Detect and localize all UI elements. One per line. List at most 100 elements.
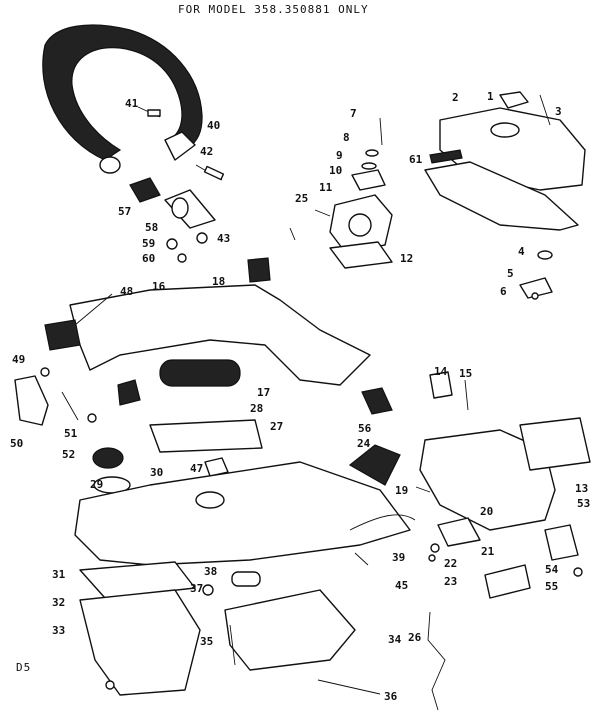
screw-33 [105, 680, 115, 690]
part-14 [429, 371, 453, 399]
part-label-49: 49 [12, 353, 25, 366]
guard-34 [224, 589, 356, 671]
part-label-61: 61 [409, 153, 423, 166]
part-label-33: 33 [52, 624, 65, 637]
part-20 [437, 517, 481, 547]
part-label-7: 7 [350, 107, 357, 120]
part-23b [484, 564, 531, 599]
pin-19 [415, 486, 431, 493]
part-18 [247, 257, 271, 283]
part-label-37: 37 [190, 582, 203, 595]
cap-29 [92, 447, 124, 469]
carburetor [329, 194, 393, 269]
part-label-1: 1 [487, 90, 494, 103]
nut-59 [166, 238, 178, 250]
part-label-17: 17 [257, 386, 270, 399]
washer-60 [177, 253, 187, 263]
gasket-61 [424, 149, 579, 231]
part-label-11: 11 [319, 181, 333, 194]
screw-49 [40, 367, 50, 377]
fuel-tank [74, 461, 411, 566]
part-label-21: 21 [481, 545, 495, 558]
part-label-60: 60 [142, 252, 155, 265]
part-label-3: 3 [555, 105, 562, 118]
part-label-13: 13 [575, 482, 588, 495]
screw-55 [573, 567, 583, 577]
part-label-52: 52 [62, 448, 75, 461]
part-label-16: 16 [152, 280, 166, 293]
part-label-59: 59 [142, 237, 155, 250]
part-label-58: 58 [145, 221, 158, 234]
part-label-5: 5 [507, 267, 514, 280]
part-label-10: 10 [329, 164, 342, 177]
part-21 [430, 543, 440, 553]
screw-3 [539, 94, 551, 126]
part-label-34: 34 [388, 633, 402, 646]
part-17b [117, 379, 141, 406]
part-label-6: 6 [500, 285, 507, 298]
part-24 [348, 444, 401, 486]
part-label-18: 18 [212, 275, 225, 288]
part-label-42: 42 [200, 145, 213, 158]
part-label-4: 4 [518, 245, 525, 258]
handle-housing [44, 284, 371, 386]
bolt-42 [195, 164, 225, 181]
screw-52 [87, 413, 97, 423]
screw-15 [464, 379, 469, 411]
part-label-31: 31 [52, 568, 66, 581]
part-label-53: 53 [577, 497, 590, 510]
part-label-20: 20 [480, 505, 493, 518]
part-label-27: 27 [270, 420, 283, 433]
part-label-9: 9 [336, 149, 343, 162]
part-label-23: 23 [444, 575, 457, 588]
screw-36 [317, 679, 381, 695]
part-8 [365, 149, 379, 157]
screw-6 [531, 292, 539, 300]
part-47 [204, 457, 229, 477]
corner-code: D5 [16, 661, 31, 674]
part-54 [544, 524, 579, 561]
bracket-58 [164, 189, 216, 229]
part-label-28: 28 [250, 402, 263, 415]
handle-bar [42, 24, 203, 174]
part-label-15: 15 [459, 367, 472, 380]
part-label-51: 51 [64, 427, 78, 440]
part-label-57: 57 [118, 205, 131, 218]
part-label-55: 55 [545, 580, 558, 593]
rod-26 [427, 611, 446, 711]
line-39 [349, 514, 416, 531]
part-38 [231, 571, 261, 587]
part-label-22: 22 [444, 557, 457, 570]
screw-43 [196, 232, 208, 244]
bolt-41 [137, 106, 161, 118]
part-label-8: 8 [343, 131, 350, 144]
housing-32 [79, 589, 201, 696]
screw-7 [379, 117, 383, 146]
part-label-41: 41 [125, 97, 139, 110]
gasket-31 [79, 561, 196, 599]
part-label-38: 38 [204, 565, 217, 578]
part-label-24: 24 [357, 437, 371, 450]
part-label-50: 50 [10, 437, 23, 450]
part-label-14: 14 [434, 365, 448, 378]
rod-25 [289, 209, 331, 241]
screw-45 [354, 552, 369, 566]
part-label-19: 19 [395, 484, 408, 497]
part-22 [428, 554, 436, 562]
model-header: FOR MODEL 358.350881 ONLY [178, 3, 369, 16]
screw-35 [229, 624, 236, 666]
oil-tank [419, 417, 591, 531]
part-label-26: 26 [408, 631, 422, 644]
part-10 [351, 169, 386, 191]
part-4 [537, 250, 553, 260]
part-37 [202, 584, 214, 596]
leader-48 [74, 293, 113, 326]
part-label-2: 2 [452, 91, 459, 104]
filter-28 [149, 419, 263, 453]
part-label-29: 29 [90, 478, 103, 491]
grip-17 [159, 359, 241, 387]
part-50 [14, 375, 49, 426]
part-label-25: 25 [295, 192, 308, 205]
